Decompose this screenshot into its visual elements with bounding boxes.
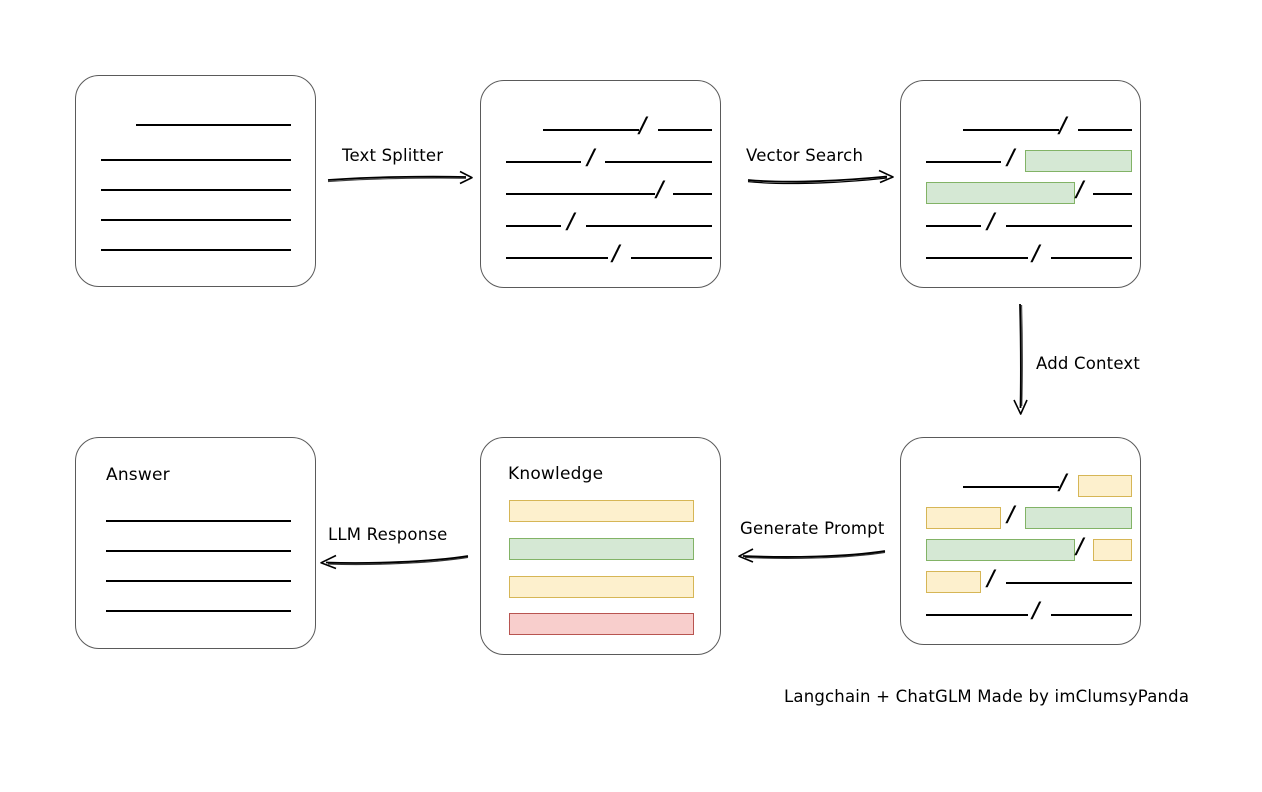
- text-line: [1051, 257, 1132, 259]
- footer-credit: Langchain + ChatGLM Made by imClumsyPand…: [784, 687, 1190, 706]
- highlight-chunk-green: [1025, 150, 1132, 172]
- edge-arrow-text-splitter: [327, 170, 473, 185]
- text-line: [506, 225, 561, 227]
- text-line: [926, 614, 1028, 616]
- text-line: [101, 219, 291, 221]
- text-line: [136, 124, 291, 126]
- text-line: [1051, 614, 1132, 616]
- chunk-separator: /: [987, 564, 995, 590]
- text-line: [106, 550, 291, 552]
- text-line: [101, 189, 291, 191]
- highlight-chunk-yellow: [926, 571, 981, 593]
- text-line: [963, 129, 1059, 131]
- chunk-separator: /: [612, 239, 620, 265]
- highlight-chunk-green: [1025, 507, 1132, 529]
- text-line: [106, 580, 291, 582]
- edge-arrow-generate-prompt: [738, 548, 886, 563]
- edge-arrow-add-context: [1013, 303, 1028, 415]
- text-line: [106, 520, 291, 522]
- edge-arrow-vector-search: [747, 169, 894, 185]
- text-line: [586, 225, 712, 227]
- node-vector-search-results[interactable]: / / / / /: [900, 80, 1141, 288]
- text-line: [101, 159, 291, 161]
- chunk-separator: /: [1007, 500, 1015, 526]
- chunk-separator: /: [656, 175, 664, 201]
- text-line: [605, 161, 712, 163]
- text-line: [926, 257, 1028, 259]
- text-line: [963, 486, 1059, 488]
- node-source-document[interactable]: [75, 75, 316, 287]
- node-prompt[interactable]: Knowledge Question: [480, 437, 721, 655]
- text-line: [926, 161, 1001, 163]
- chunk-separator: /: [1032, 596, 1040, 622]
- text-line: [506, 193, 655, 195]
- knowledge-bar-yellow: [509, 576, 694, 598]
- text-line: [1006, 582, 1132, 584]
- chunk-separator: /: [1076, 175, 1084, 201]
- chunk-separator: /: [639, 111, 647, 137]
- text-line: [106, 610, 291, 612]
- edge-label-vector-search: Vector Search: [746, 146, 864, 165]
- text-line: [506, 257, 608, 259]
- edge-arrow-llm-response: [320, 554, 469, 570]
- text-line: [506, 161, 581, 163]
- chunk-separator: /: [587, 143, 595, 169]
- answer-label: Answer: [106, 465, 170, 485]
- edge-label-generate-prompt: Generate Prompt: [740, 519, 885, 538]
- node-context-added-chunks[interactable]: / / / / /: [900, 437, 1141, 645]
- edge-label-llm-response: LLM Response: [328, 525, 448, 544]
- text-line: [631, 257, 712, 259]
- highlight-chunk-green: [926, 539, 1075, 561]
- edge-label-add-context: Add Context: [1036, 354, 1141, 373]
- chunk-separator: /: [1076, 532, 1084, 558]
- chunk-separator: /: [567, 207, 575, 233]
- knowledge-bar-yellow: [509, 500, 694, 522]
- chunk-separator: /: [987, 207, 995, 233]
- chunk-separator: /: [1032, 239, 1040, 265]
- knowledge-bar-green: [509, 538, 694, 560]
- knowledge-label: Knowledge: [508, 464, 604, 484]
- text-line: [543, 129, 639, 131]
- chunk-separator: /: [1007, 143, 1015, 169]
- node-split-chunks[interactable]: / / / / /: [480, 80, 721, 288]
- question-bar-red: [509, 613, 694, 635]
- text-line: [101, 249, 291, 251]
- text-line: [926, 225, 981, 227]
- text-line: [658, 129, 712, 131]
- chunk-separator: /: [1059, 111, 1067, 137]
- edge-label-text-splitter: Text Splitter: [342, 146, 444, 165]
- chunk-separator: /: [1059, 468, 1067, 494]
- highlight-chunk-green: [926, 182, 1075, 204]
- text-line: [1093, 193, 1132, 195]
- text-line: [1078, 129, 1132, 131]
- node-answer[interactable]: Answer: [75, 437, 316, 649]
- text-line: [1006, 225, 1132, 227]
- highlight-chunk-yellow: [926, 507, 1001, 529]
- highlight-chunk-yellow: [1078, 475, 1132, 497]
- highlight-chunk-yellow: [1093, 539, 1132, 561]
- text-line: [673, 193, 712, 195]
